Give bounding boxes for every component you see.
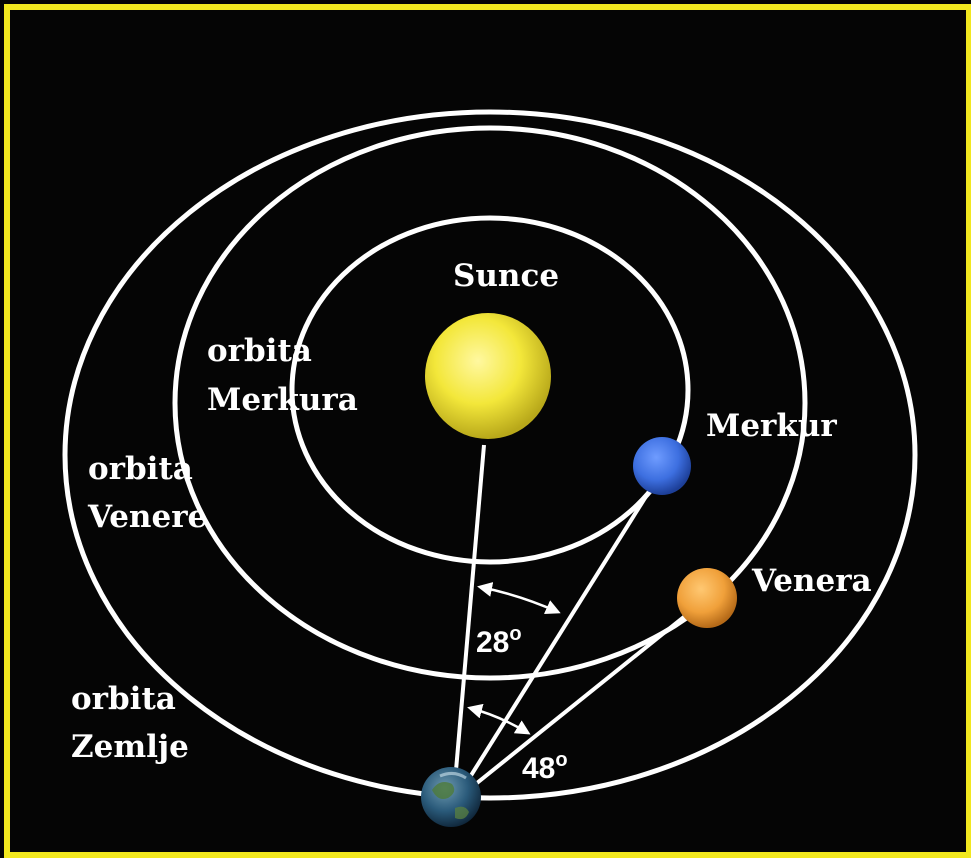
sun [425, 313, 551, 439]
sun-label: Sunce [453, 258, 559, 294]
earth-planet [421, 767, 481, 827]
earth-orbit-label-line2: Zemlje [71, 729, 189, 765]
mercury-label: Merkur [706, 408, 837, 444]
earth-orbit-label-line1: orbita [71, 681, 176, 717]
venus-orbit-label-line2: Venere [87, 499, 207, 535]
venus-angle-value: 48 [522, 752, 555, 785]
mercury-orbit-label-line2: Merkura [207, 382, 358, 418]
mercury-planet [633, 437, 691, 495]
mercury-orbit-label-line1: orbita [207, 333, 312, 369]
venus-orbit-label-line1: orbita [88, 451, 193, 487]
venus-angle-unit: o [555, 749, 567, 771]
venus-planet [677, 568, 737, 628]
venus-label: Venera [751, 563, 872, 599]
mercury-angle-unit: o [509, 623, 521, 645]
mercury-angle-value: 28 [476, 626, 509, 659]
